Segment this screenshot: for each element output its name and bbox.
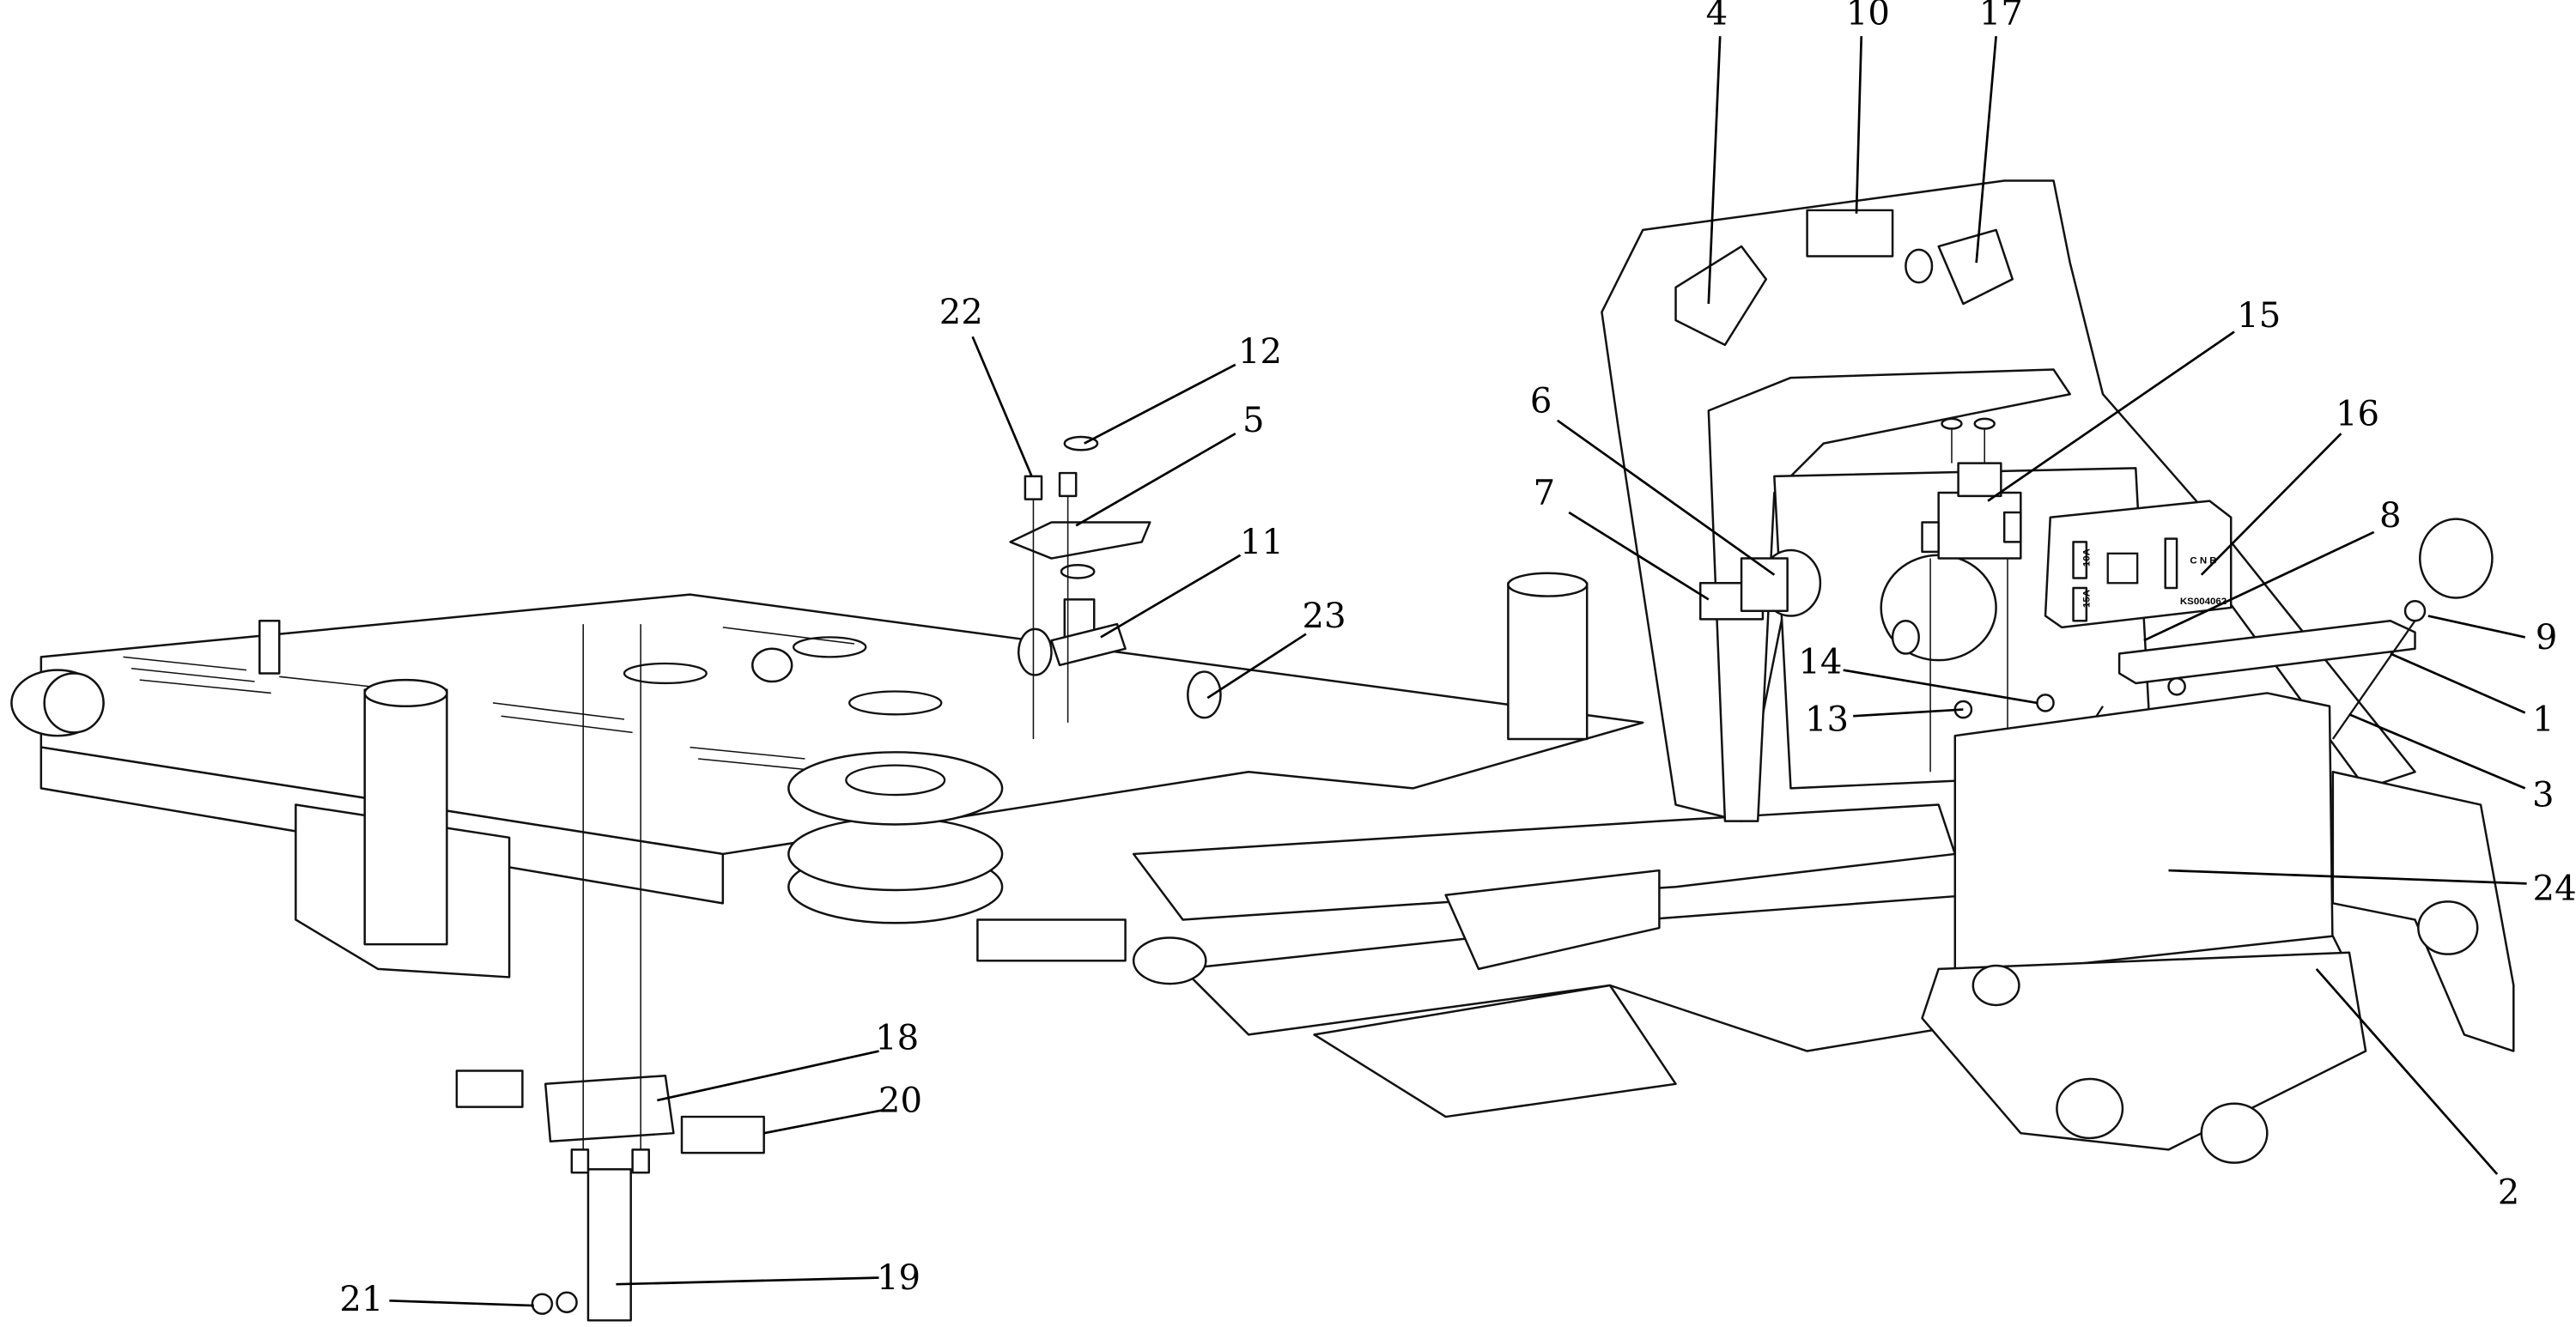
fuse-rating-15a: 15A xyxy=(2082,590,2093,608)
frame-deck-plate xyxy=(10,593,1644,979)
callout-11: 11 xyxy=(1240,523,1284,562)
callout-13: 13 xyxy=(1805,700,1849,739)
callout-2: 2 xyxy=(2498,1172,2520,1212)
callout-19: 19 xyxy=(877,1258,920,1298)
callout-12: 12 xyxy=(1238,332,1282,372)
callout-24: 24 xyxy=(2533,870,2576,909)
callout-labels: 1 2 3 4 5 6 7 8 9 10 11 12 13 14 15 16 1… xyxy=(339,0,2576,1319)
leader-lines xyxy=(389,36,2527,1307)
callout-21: 21 xyxy=(339,1280,383,1319)
callout-5: 5 xyxy=(1242,401,1265,440)
callout-20: 20 xyxy=(878,1081,922,1120)
bracket-parts-5-11-12-22-23 xyxy=(751,435,1222,740)
callout-7: 7 xyxy=(1534,473,1556,512)
fuse-rating-10a: 10A xyxy=(2082,548,2093,567)
callout-10: 10 xyxy=(1846,0,1890,33)
callout-4: 4 xyxy=(1706,0,1728,33)
callout-15: 15 xyxy=(2237,296,2281,336)
callout-14: 14 xyxy=(1798,642,1842,682)
switch-parts-18-21 xyxy=(455,624,765,1322)
callout-16: 16 xyxy=(2336,395,2379,434)
callout-22: 22 xyxy=(939,293,983,332)
part-16-control-module: 10A 15A C N B KS004062 xyxy=(2044,500,2233,629)
part-15-solenoid xyxy=(1921,417,2022,773)
callout-3: 3 xyxy=(2532,775,2555,815)
callout-6: 6 xyxy=(1530,381,1552,421)
callout-8: 8 xyxy=(2379,496,2402,536)
terminal-labels: C N B xyxy=(2190,555,2216,566)
callout-23: 23 xyxy=(1303,597,1346,636)
frame-cross-members xyxy=(976,572,2006,1118)
part-24-battery-box xyxy=(1921,692,2515,1164)
callout-17: 17 xyxy=(1979,0,2023,33)
callout-18: 18 xyxy=(875,1019,919,1058)
clutch-pulley xyxy=(787,751,1004,924)
callout-9: 9 xyxy=(2536,618,2558,657)
module-part-number: KS004062 xyxy=(2180,597,2227,607)
callout-1: 1 xyxy=(2532,700,2555,739)
